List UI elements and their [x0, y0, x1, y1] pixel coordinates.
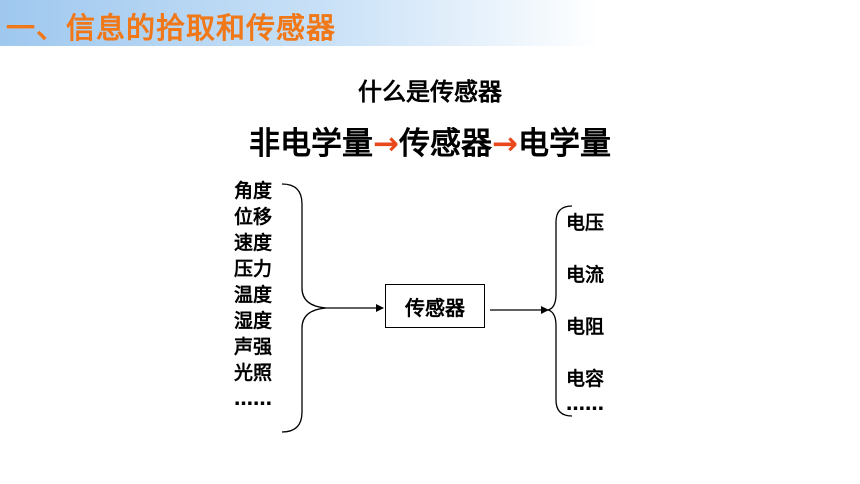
input-item: 角度 — [234, 180, 273, 202]
input-item: 压力 — [234, 258, 273, 280]
input-item: 位移 — [234, 206, 273, 228]
output-item: 电压 — [566, 212, 605, 234]
input-item: 速度 — [234, 232, 273, 254]
right-brace — [547, 205, 573, 417]
output-item: 电阻 — [566, 316, 605, 338]
output-item: 电流 — [566, 264, 605, 286]
formula-middle: 传感器 — [399, 126, 492, 162]
formula-arrow-2: → — [492, 126, 518, 162]
input-item: 声强 — [234, 336, 273, 358]
page-title: 一、信息的拾取和传感器 — [6, 11, 337, 45]
input-item: 温度 — [234, 284, 273, 306]
formula-output: 电学量 — [517, 126, 611, 162]
input-quantities-list: 角度 位移 速度 压力 温度 湿度 声强 光照 …… — [234, 178, 272, 412]
left-brace — [281, 183, 327, 433]
title-bar: 一、信息的拾取和传感器 — [0, 0, 600, 46]
input-item: …… — [234, 388, 272, 410]
conversion-formula: 非电学量→传感器→电学量 — [0, 118, 860, 163]
output-item: 电容 — [566, 368, 605, 390]
input-item: 光照 — [234, 362, 273, 384]
formula-arrow-1: → — [373, 126, 399, 162]
input-item: 湿度 — [234, 310, 273, 332]
formula-input: 非电学量 — [249, 126, 374, 162]
sensor-box: 传感器 — [385, 284, 485, 328]
subtitle: 什么是传感器 — [358, 78, 502, 106]
sensor-label: 传感器 — [405, 295, 465, 320]
output-item: …… — [566, 393, 604, 415]
